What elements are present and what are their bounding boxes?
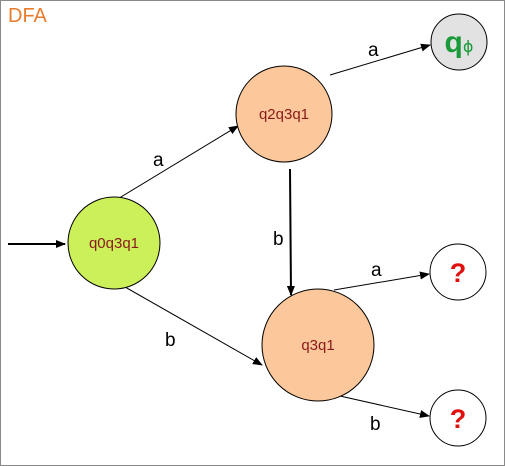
edge-upper-to-lower	[286, 168, 295, 296]
state-start-label: q0q3q1	[89, 235, 139, 252]
label-lower-to-unknown-2: b	[370, 414, 381, 435]
edge-start-to-upper	[115, 125, 239, 201]
dead-state-phi: ϕ	[463, 37, 474, 56]
unknown-1-label: ?	[450, 258, 467, 288]
state-lower: q3q1	[261, 288, 375, 402]
state-lower-label: q3q1	[301, 337, 334, 354]
state-unknown-2: ?	[429, 389, 487, 447]
edge-upper-to-dead	[329, 43, 431, 76]
label-upper-to-dead: a	[368, 40, 379, 61]
label-start-to-upper: a	[153, 150, 164, 171]
state-dead-label: qϕ	[445, 26, 474, 59]
label-upper-to-lower: b	[273, 229, 284, 250]
edge-lower-to-unknown-2	[339, 395, 430, 418]
state-dead: qϕ	[430, 13, 488, 71]
label-lower-to-unknown-1: a	[371, 260, 382, 281]
edge-start-to-lower	[117, 282, 263, 366]
unknown-2-label: ?	[450, 404, 467, 434]
label-start-to-lower: b	[165, 330, 176, 351]
edge-lower-to-unknown-1	[333, 271, 430, 291]
state-upper: q2q3q1	[235, 65, 333, 163]
dead-state-q: q	[445, 26, 463, 59]
state-start: q0q3q1	[67, 196, 161, 290]
state-unknown-1: ?	[429, 243, 487, 301]
diagram-title: DFA	[8, 5, 47, 27]
state-upper-label: q2q3q1	[259, 106, 309, 123]
